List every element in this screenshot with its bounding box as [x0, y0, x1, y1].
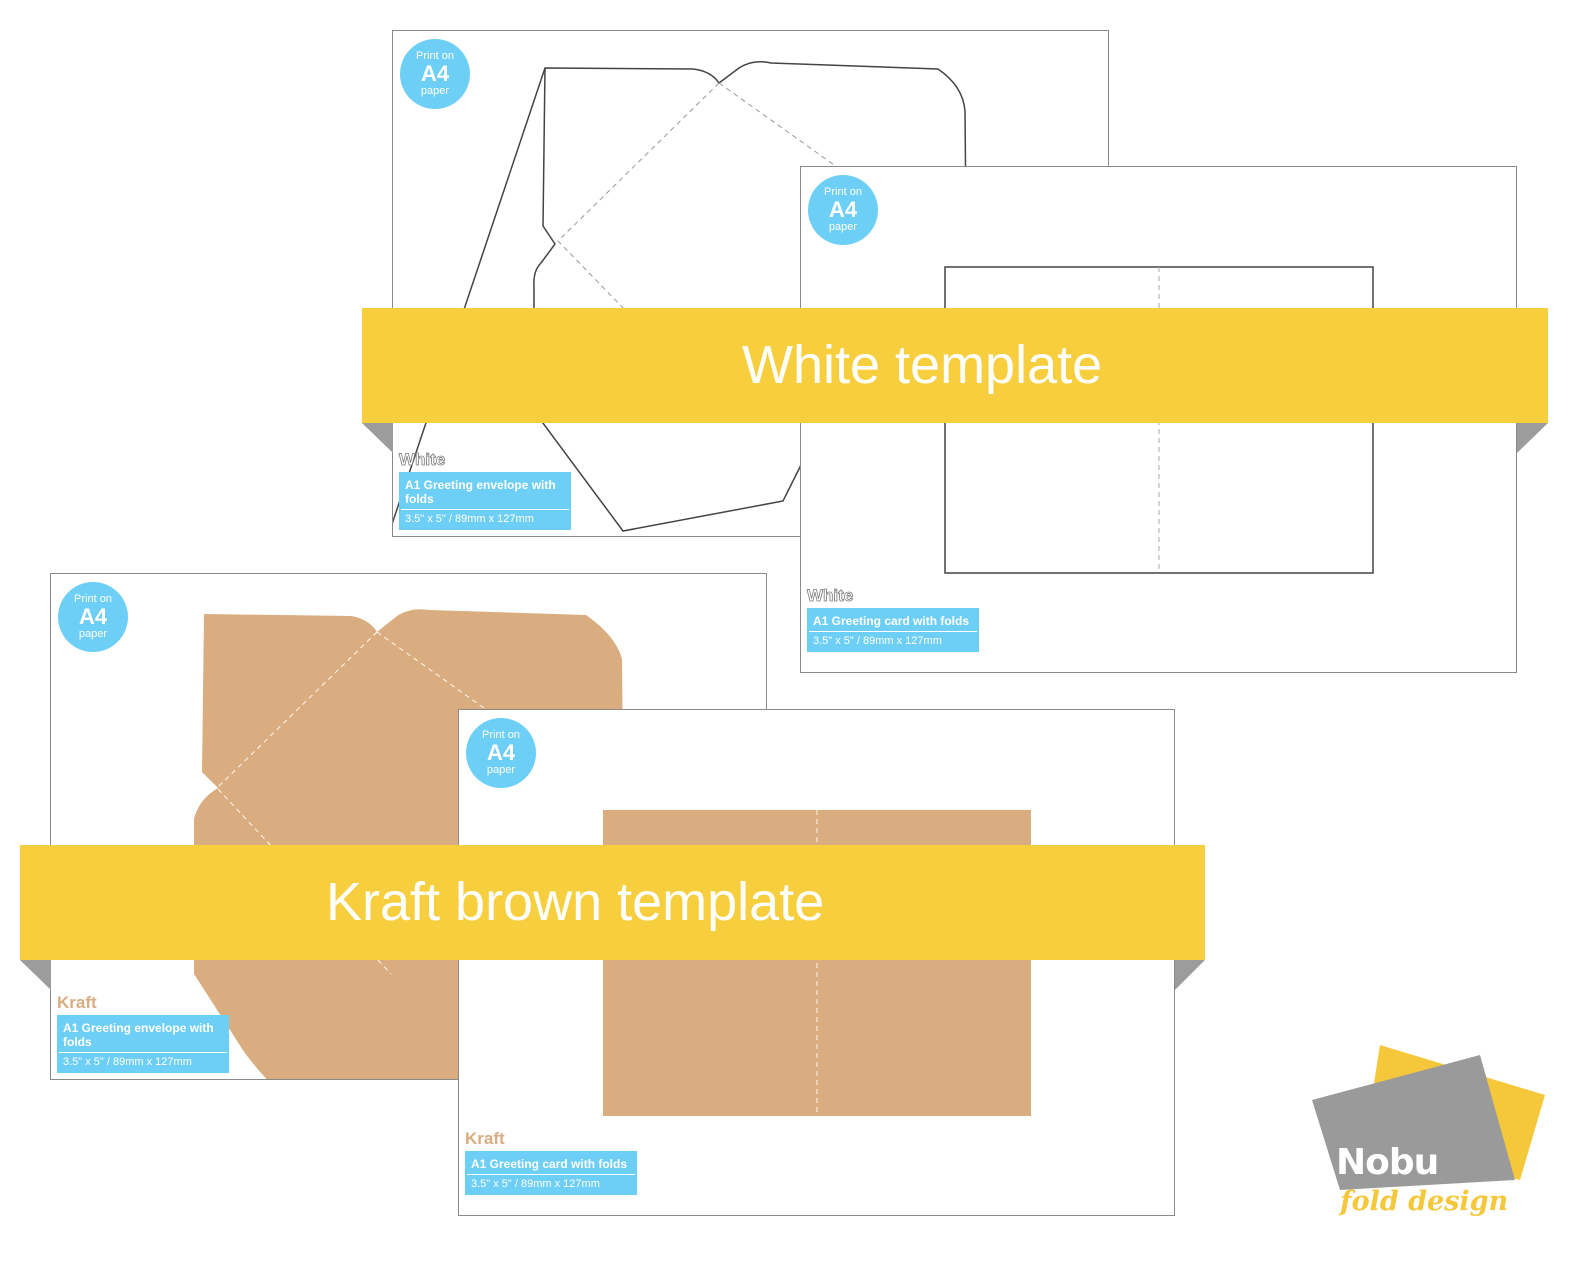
info-dims: 3.5" x 5" / 89mm x 127mm [467, 1174, 635, 1193]
kraft-template-title: Kraft brown template [326, 872, 825, 932]
print-on-a4-badge: Print on A4 paper [58, 582, 128, 652]
info-box: A1 Greeting card with folds 3.5" x 5" / … [807, 608, 979, 652]
kraft-card-shape [603, 810, 1031, 1116]
badge-line2: A4 [78, 604, 108, 629]
badge-line3: paper [486, 764, 516, 776]
kraft-template-ribbon [20, 845, 1205, 960]
info-box: A1 Greeting card with folds 3.5" x 5" / … [465, 1151, 637, 1195]
badge-line2: A4 [420, 61, 450, 86]
info-box: A1 Greeting envelope with folds 3.5" x 5… [57, 1015, 229, 1073]
kraft-card-sheet: Print on A4 paper Kraft A1 Greeting card… [458, 709, 1175, 1216]
badge-line2: A4 [486, 740, 516, 765]
logo-graphic [1312, 1045, 1545, 1190]
info-title: A1 Greeting card with folds [471, 1157, 628, 1171]
info-dims: 3.5" x 5" / 89mm x 127mm [809, 631, 977, 650]
color-label: Kraft [465, 1129, 505, 1148]
logo-tagline: fold design [1340, 1186, 1509, 1217]
info-title: A1 Greeting card with folds [813, 614, 970, 628]
color-label: White [807, 586, 854, 606]
logo-name: Nobu [1336, 1142, 1439, 1183]
info-dims: 3.5" x 5" / 89mm x 127mm [401, 509, 569, 528]
info-dims: 3.5" x 5" / 89mm x 127mm [59, 1052, 227, 1071]
badge-line1: Print on [416, 50, 454, 62]
badge-line1: Print on [74, 593, 112, 605]
color-label: Kraft [57, 993, 97, 1012]
badge-line1: Print on [824, 186, 862, 198]
ribbon-fold-left [362, 423, 393, 453]
ribbon-fold-right [1517, 423, 1548, 453]
print-on-a4-badge: Print on A4 paper [808, 175, 878, 245]
info-box: A1 Greeting envelope with folds 3.5" x 5… [399, 472, 571, 530]
white-template-title: White template [742, 335, 1103, 395]
badge-line3: paper [828, 221, 858, 233]
badge-line3: paper [78, 628, 108, 640]
badge-line1: Print on [482, 729, 520, 741]
nobu-logo: Nobu fold design [1300, 1040, 1550, 1230]
info-title: A1 Greeting envelope with folds [405, 478, 556, 506]
ribbon-fold-right [1175, 960, 1205, 990]
print-on-a4-badge: Print on A4 paper [466, 718, 536, 788]
ribbon-fold-left [20, 960, 51, 990]
badge-line3: paper [420, 85, 450, 97]
badge-line2: A4 [828, 197, 858, 222]
print-on-a4-badge: Print on A4 paper [400, 39, 470, 109]
color-label: White [399, 450, 446, 470]
info-title: A1 Greeting envelope with folds [63, 1021, 214, 1049]
white-template-ribbon [362, 308, 1548, 423]
